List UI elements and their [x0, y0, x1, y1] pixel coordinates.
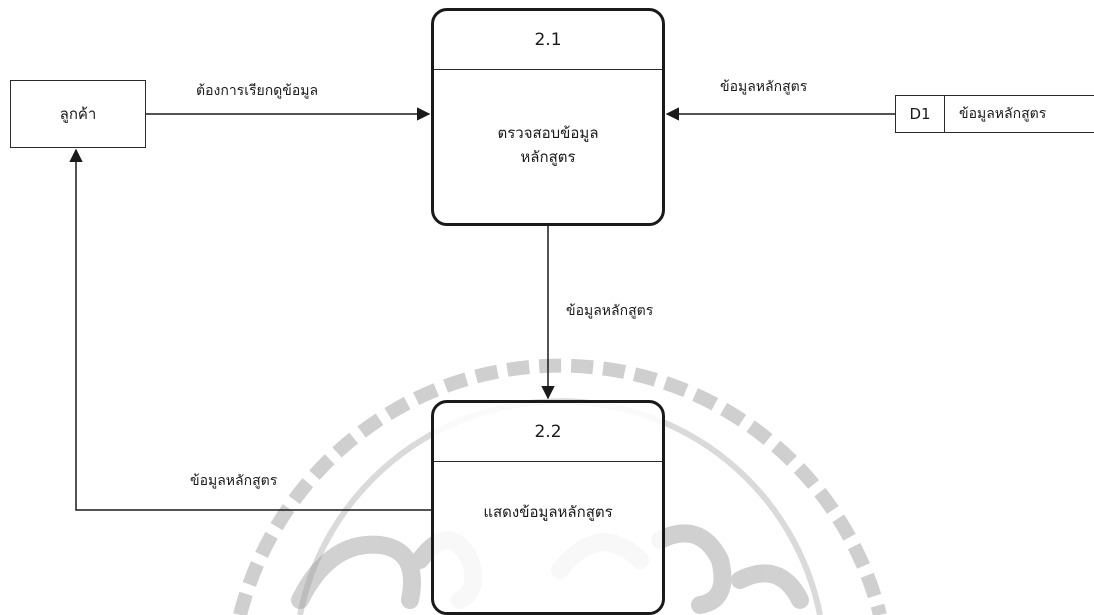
external-entity-customer: ลูกค้า — [10, 80, 146, 148]
data-store-id: D1 — [896, 96, 945, 132]
entity-label: ลูกค้า — [59, 105, 97, 123]
process-2-2-id: 2.2 — [434, 403, 662, 462]
flow-label-p2-to-entity: ข้อมูลหลักสูตร — [190, 473, 278, 489]
process-2-1: 2.1 ตรวจสอบข้อมูล หลักสูตร — [431, 8, 665, 226]
flow-arrow-p2-to-entity — [69, 148, 431, 511]
process-2-1-name-line2: หลักสูตร — [520, 148, 576, 166]
flow-label-p1-to-p2: ข้อมูลหลักสูตร — [566, 303, 654, 319]
flow-label-entity-to-p1: ต้องการเรียกดูข้อมูล — [196, 83, 319, 99]
process-2-1-name-line1: ตรวจสอบข้อมูล — [497, 124, 599, 142]
process-2-1-id: 2.1 — [434, 11, 662, 70]
process-2-2-name: แสดงข้อมูลหลักสูตร — [483, 503, 613, 521]
process-2-1-name: ตรวจสอบข้อมูล หลักสูตร — [434, 70, 662, 220]
data-store-name: ข้อมูลหลักสูตร — [959, 106, 1047, 122]
process-2-2: 2.2 แสดงข้อมูลหลักสูตร — [431, 400, 665, 615]
data-store-d1: D1 ข้อมูลหลักสูตร — [895, 95, 1094, 133]
flow-label-store-to-p1: ข้อมูลหลักสูตร — [720, 79, 808, 95]
